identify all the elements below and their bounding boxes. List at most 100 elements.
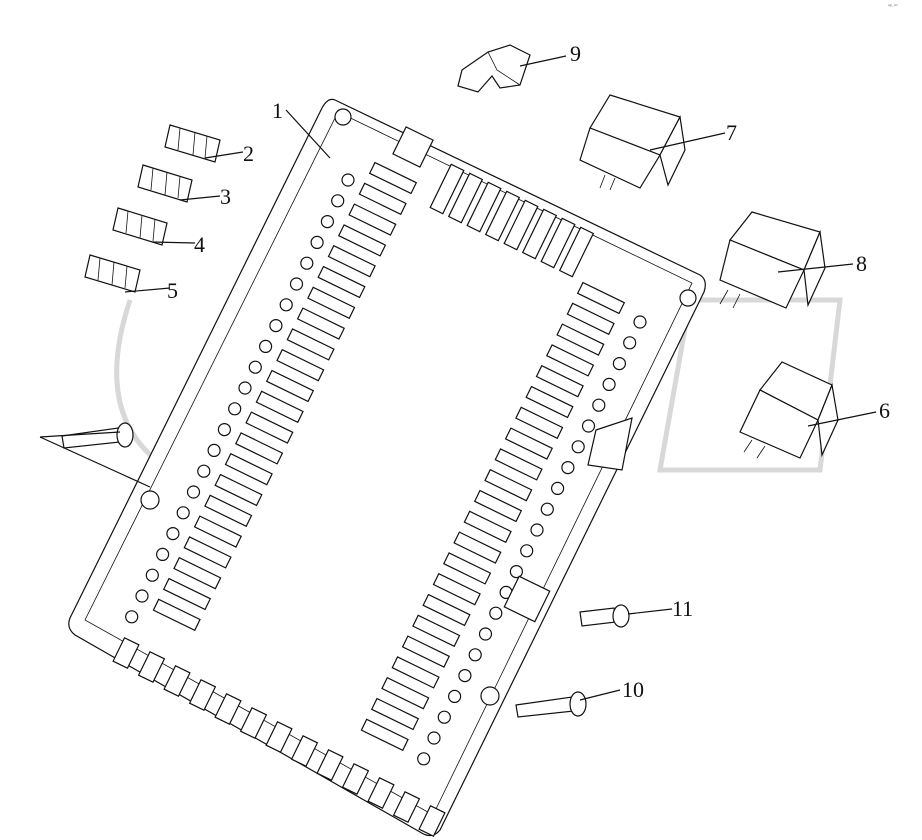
fuse-slot (358, 182, 407, 216)
connector-tooth (112, 637, 140, 669)
fuse-terminal (341, 173, 355, 187)
fuse-terminal (520, 544, 534, 558)
fuse-terminal (145, 568, 159, 582)
fuse-terminal (427, 731, 441, 745)
fuse-slot (214, 473, 263, 507)
connector-tooth (367, 777, 395, 809)
fuse-slot (296, 307, 346, 340)
fuse-terminal (458, 668, 472, 683)
fuse-terminal (417, 752, 431, 766)
callout-3: 3 (220, 184, 231, 209)
relay-7 (579, 94, 686, 191)
fuse-terminal (571, 440, 585, 454)
fuse-slot (556, 323, 605, 356)
fuse-slot (515, 406, 564, 440)
connector-tooth (316, 749, 344, 781)
callout-8: 8 (856, 251, 867, 276)
fuse-slot (545, 344, 595, 377)
fuse-slot (307, 286, 356, 320)
fuse-slot (265, 369, 315, 403)
fuse-slot (504, 427, 554, 460)
callout-2: 2 (243, 141, 254, 166)
callout-4: 4 (194, 232, 205, 257)
fuse-terminal (581, 419, 596, 433)
fuse-terminal (289, 277, 304, 291)
fuse-terminal (248, 360, 262, 374)
fuse-slot (327, 244, 376, 278)
fuse-slot (152, 598, 201, 632)
fuse-terminal (478, 627, 493, 641)
fuse-terminal (259, 339, 273, 353)
fuse-slot (401, 635, 451, 668)
fuse-slot (442, 552, 492, 585)
relay-8 (719, 211, 826, 309)
fuse-slot (204, 494, 253, 528)
connector-tooth (341, 763, 370, 795)
fuse-slot (276, 348, 325, 382)
fuse-slot (162, 577, 212, 611)
fuse-slot (368, 161, 418, 195)
connector-tooth (239, 707, 268, 739)
fuse-slot (576, 281, 626, 315)
fuse-terminal (489, 606, 503, 620)
fuse-slot (525, 385, 574, 419)
fuse-terminal (166, 526, 180, 541)
fuse-terminal (612, 357, 627, 371)
screw-10 (515, 691, 587, 718)
fuse-slot (286, 328, 335, 361)
relay-socket (484, 190, 521, 242)
corner-mark: ᵃᵖ·ⁿⁿ (888, 4, 898, 10)
fuse-slot (473, 489, 523, 523)
fuse-terminal (217, 423, 231, 437)
fuse-terminal (561, 461, 575, 475)
fuse-terminal (176, 506, 190, 520)
fuse-terminal (550, 481, 565, 495)
fuse-slot (224, 452, 273, 486)
fuse-terminal (269, 319, 283, 333)
relay-socket (540, 217, 576, 269)
fuse-terminal (331, 194, 345, 208)
fuse-slot (360, 718, 409, 752)
connector-tooth (392, 791, 421, 823)
fuse-terminal (530, 523, 544, 537)
fuse-slot (173, 556, 222, 590)
fuse-terminal (186, 485, 201, 499)
fuse-terminal (592, 398, 606, 412)
fuse-slot (348, 203, 397, 236)
fuse-terminal (602, 377, 616, 391)
fuse-slot (317, 265, 366, 299)
connector-tooth (418, 805, 446, 837)
fuse-terminal (448, 689, 462, 704)
fuse-terminal (228, 402, 242, 416)
fuse-slot (484, 468, 533, 502)
callout-7: 7 (726, 120, 737, 145)
fuse-slot (463, 510, 512, 544)
fuse-terminal (633, 315, 647, 329)
fuse-slot (391, 656, 440, 689)
fuse-slot (370, 697, 420, 731)
fuse-slot (193, 515, 243, 548)
callout-5: 5 (167, 278, 178, 303)
connector-tooth (290, 735, 319, 767)
fuse-block-4 (112, 207, 168, 246)
relay-socket (558, 226, 595, 278)
fuse-slot (566, 302, 615, 336)
fuse-block-3 (137, 164, 193, 203)
screw-11 (579, 604, 630, 628)
fuse-slot (234, 432, 284, 465)
fuse-terminal (320, 215, 334, 229)
relay-socket (429, 163, 465, 215)
fuse-terminal (197, 464, 211, 478)
fuse-terminal (238, 381, 252, 395)
fuse-block-2 (164, 124, 221, 163)
fuse-slot (183, 536, 232, 569)
fuse-terminal (300, 256, 314, 270)
fuse-slot (494, 448, 543, 481)
relay-socket (447, 172, 484, 224)
fuse-slot (412, 614, 461, 648)
connector-tooth (188, 679, 217, 711)
fuse-slot (245, 411, 294, 444)
fuse-terminal (509, 564, 524, 579)
fuse-slot (255, 390, 304, 424)
